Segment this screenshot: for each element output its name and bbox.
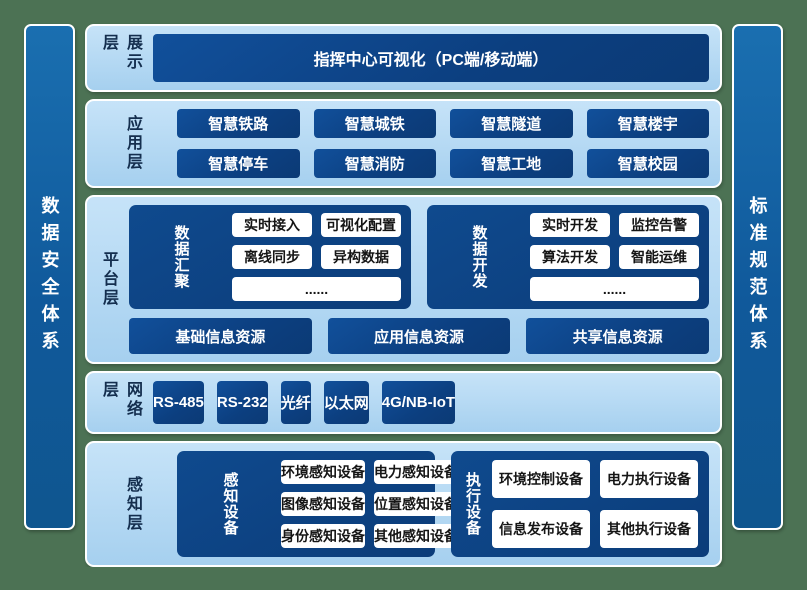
layer-perception-label: 感知层	[124, 475, 141, 533]
layer-network-body: RS-485 RS-232 光纤 以太网 4G/NB-IoT	[153, 381, 709, 424]
layer-application-label: 应用层	[124, 115, 141, 172]
network-box: RS-485	[153, 381, 204, 424]
layer-platform-label: 平台层	[100, 251, 117, 308]
pillar-data-security-label: 数据安全体系	[39, 196, 60, 358]
layer-platform-body: 数据汇聚 实时接入 可视化配置 离线同步 异构数据 ...... 数据开发 实时…	[129, 205, 710, 354]
application-box: 智慧楼宇	[586, 109, 709, 138]
application-box: 智慧停车	[177, 149, 300, 178]
network-box: 光纤	[280, 381, 311, 424]
group-data-aggregation-grid: 实时接入 可视化配置 离线同步 异构数据 ......	[232, 213, 401, 301]
device-box: 图像感知设备	[281, 492, 365, 516]
application-box: 智慧校园	[586, 149, 709, 178]
group-sensing-devices: 感知设备 环境感知设备 电力感知设备 图像感知设备 位置感知设备 身份感知设备 …	[177, 451, 458, 557]
command-center-visualization-box: 指挥中心可视化（PC端/移动端）	[153, 34, 709, 82]
platform-feature-box: 实时接入	[232, 213, 312, 237]
device-box: 环境控制设备	[492, 460, 590, 498]
device-box: 环境感知设备	[281, 460, 365, 484]
application-box: 智慧铁路	[177, 109, 300, 138]
group-data-development-title: 数据开发	[470, 225, 488, 289]
resource-box: 共享信息资源	[526, 318, 710, 354]
layer-display-body: 指挥中心可视化（PC端/移动端）	[153, 34, 709, 82]
resource-box: 基础信息资源	[129, 318, 312, 354]
application-box: 智慧工地	[450, 149, 573, 178]
network-box: 以太网	[323, 381, 369, 424]
pillar-data-security: 数据安全体系	[24, 24, 75, 530]
layer-perception: 感知层 感知设备 环境感知设备 电力感知设备 图像感知设备 位置感知设备 身份感…	[85, 441, 722, 567]
platform-feature-box: 离线同步	[232, 245, 312, 269]
application-box: 智慧消防	[313, 149, 436, 178]
device-box: 位置感知设备	[374, 492, 458, 516]
pillar-standards: 标准规范体系	[732, 24, 783, 530]
group-data-development: 数据开发 实时开发 监控告警 算法开发 智能运维 ......	[427, 205, 709, 309]
layer-stack: 展示层 指挥中心可视化（PC端/移动端） 应用层 智慧铁路 智慧城铁 智慧隧道 …	[85, 24, 722, 567]
layer-display-label: 展示层	[100, 34, 141, 72]
platform-ellipsis-box: ......	[232, 277, 401, 301]
application-box: 智慧隧道	[450, 109, 573, 138]
group-data-aggregation-title: 数据汇聚	[172, 225, 190, 289]
layer-application: 应用层 智慧铁路 智慧城铁 智慧隧道 智慧楼宇 智慧停车 智慧消防 智慧工地 智…	[85, 99, 722, 188]
layer-platform: 平台层 数据汇聚 实时接入 可视化配置 离线同步 异构数据 ......	[85, 195, 722, 364]
platform-ellipsis-box: ......	[530, 277, 699, 301]
network-box: 4G/NB-IoT	[381, 381, 456, 424]
device-box: 其他执行设备	[600, 510, 698, 548]
group-execution-devices-title: 执行设备	[464, 472, 481, 536]
layer-application-body: 智慧铁路 智慧城铁 智慧隧道 智慧楼宇 智慧停车 智慧消防 智慧工地 智慧校园	[177, 109, 709, 178]
platform-feature-box: 实时开发	[530, 213, 610, 237]
device-box: 其他感知设备	[374, 524, 458, 548]
pillar-standards-label: 标准规范体系	[747, 196, 768, 358]
platform-feature-box: 智能运维	[619, 245, 699, 269]
resource-box: 应用信息资源	[327, 318, 511, 354]
platform-feature-box: 异构数据	[321, 245, 401, 269]
group-execution-devices-grid: 环境控制设备 电力执行设备 信息发布设备 其他执行设备	[492, 460, 698, 548]
architecture-diagram: 数据安全体系 展示层 指挥中心可视化（PC端/移动端） 应用层 智慧铁路 智慧城…	[24, 24, 783, 567]
group-execution-devices: 执行设备 环境控制设备 电力执行设备 信息发布设备 其他执行设备	[451, 451, 709, 557]
application-box: 智慧城铁	[313, 109, 436, 138]
platform-feature-box: 可视化配置	[321, 213, 401, 237]
platform-groups: 数据汇聚 实时接入 可视化配置 离线同步 异构数据 ...... 数据开发 实时…	[129, 205, 709, 309]
group-sensing-devices-title: 感知设备	[221, 472, 239, 536]
layer-network: 网络层 RS-485 RS-232 光纤 以太网 4G/NB-IoT	[85, 371, 722, 434]
device-box: 信息发布设备	[492, 510, 590, 548]
group-sensing-devices-grid: 环境感知设备 电力感知设备 图像感知设备 位置感知设备 身份感知设备 其他感知设…	[281, 460, 458, 548]
network-box: RS-232	[216, 381, 268, 424]
platform-resources-row: 基础信息资源 应用信息资源 共享信息资源	[129, 318, 710, 354]
layer-display: 展示层 指挥中心可视化（PC端/移动端）	[85, 24, 722, 92]
group-data-development-grid: 实时开发 监控告警 算法开发 智能运维 ......	[530, 213, 699, 301]
device-box: 身份感知设备	[281, 524, 365, 548]
device-box: 电力感知设备	[374, 460, 458, 484]
layer-perception-body: 感知设备 环境感知设备 电力感知设备 图像感知设备 位置感知设备 身份感知设备 …	[177, 451, 709, 557]
layer-network-label: 网络层	[100, 381, 141, 419]
platform-feature-box: 算法开发	[530, 245, 610, 269]
device-box: 电力执行设备	[600, 460, 698, 498]
platform-feature-box: 监控告警	[619, 213, 699, 237]
group-data-aggregation: 数据汇聚 实时接入 可视化配置 离线同步 异构数据 ......	[129, 205, 411, 309]
